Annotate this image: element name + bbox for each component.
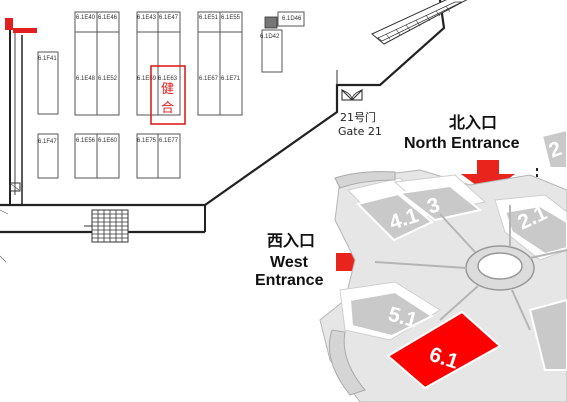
escalator	[371, 0, 468, 45]
booth-6-1E51[interactable]: 6.1E51	[197, 11, 221, 33]
north-entrance-label: 北入口 North Entrance	[404, 113, 520, 152]
venue-halls	[319, 128, 567, 402]
booth-6-1D42[interactable]: 6.1D42	[260, 29, 283, 73]
booth-6-1E56[interactable]: 6.1E56	[74, 133, 98, 179]
booth-6-1E48[interactable]: 6.1E48	[76, 76, 96, 82]
booth-6-1E75[interactable]: 6.1E75	[136, 133, 159, 179]
svg-text:西入口: 西入口	[267, 231, 315, 250]
booth-6-1E52[interactable]: 6.1E52	[98, 76, 118, 82]
booth-6-1E43[interactable]: 6.1E43	[136, 11, 159, 33]
svg-text:6.1F47: 6.1F47	[38, 139, 57, 145]
west-entrance-arrow-icon	[336, 238, 370, 286]
booth-6-1E46[interactable]: 6.1E46	[96, 11, 120, 33]
highlight-exhibitor-jianhe[interactable]: 健 合	[150, 65, 186, 125]
booth-column-e48	[74, 31, 243, 116]
svg-text:6.1E40: 6.1E40	[76, 15, 96, 21]
stairs-icon	[84, 209, 129, 243]
svg-text:6.1E43: 6.1E43	[137, 15, 157, 21]
svg-text:6.1E51: 6.1E51	[199, 15, 219, 21]
svg-text:West: West	[270, 254, 309, 271]
booth-6-1E67[interactable]: 6.1E67	[199, 76, 219, 82]
booth-6-1E60[interactable]: 6.1E60	[96, 133, 120, 179]
north-entrance-arrow-icon	[461, 160, 515, 194]
booth-6-1E47[interactable]: 6.1E47	[157, 11, 181, 33]
svg-text:6.1E75: 6.1E75	[137, 138, 157, 144]
svg-text:6.1E77: 6.1E77	[159, 138, 179, 144]
svg-text:6.1D46: 6.1D46	[282, 16, 302, 22]
west-wall	[0, 18, 37, 263]
gate-21-label: 21号门 Gate 21	[338, 110, 382, 138]
svg-text:6.1E52: 6.1E52	[98, 76, 118, 82]
svg-text:6.1E63: 6.1E63	[158, 76, 178, 82]
svg-text:6.1E55: 6.1E55	[221, 15, 241, 21]
booth-6-1E55[interactable]: 6.1E55	[219, 11, 243, 33]
svg-text:North Entrance: North Entrance	[404, 135, 520, 152]
gate-21-door-icon	[341, 88, 363, 101]
svg-text:6.1E60: 6.1E60	[98, 138, 118, 144]
booth-6-1E63[interactable]: 6.1E63	[158, 76, 178, 82]
booth-6-1F41[interactable]: 6.1F41	[37, 51, 59, 115]
svg-text:6.1E47: 6.1E47	[159, 15, 179, 21]
booth-6-1E40[interactable]: 6.1E40	[74, 11, 98, 33]
svg-text:健: 健	[161, 82, 174, 97]
svg-text:6.1E59: 6.1E59	[137, 76, 157, 82]
svg-text:6.1E67: 6.1E67	[199, 76, 219, 82]
svg-text:21号门: 21号门	[340, 110, 376, 124]
svg-text:北入口: 北入口	[449, 113, 497, 132]
svg-text:Gate 21: Gate 21	[338, 125, 382, 138]
svg-text:6.1E56: 6.1E56	[76, 138, 96, 144]
svg-text:合: 合	[161, 101, 174, 116]
svg-text:6.1F41: 6.1F41	[38, 56, 57, 62]
booth-6-1D46[interactable]: 6.1D46	[264, 11, 305, 29]
svg-text:Entrance: Entrance	[255, 272, 324, 289]
svg-text:6.1E48: 6.1E48	[76, 76, 96, 82]
svg-text:6.1E46: 6.1E46	[98, 15, 118, 21]
svg-text:6.1E71: 6.1E71	[221, 76, 241, 82]
west-entrance-label: 西入口 West Entrance	[255, 231, 324, 289]
svg-text:6.1D42: 6.1D42	[260, 34, 280, 40]
booth-6-1E71[interactable]: 6.1E71	[221, 76, 241, 82]
booth-6-1E77[interactable]: 6.1E77	[157, 133, 181, 179]
booth-6-1F47[interactable]: 6.1F47	[37, 133, 59, 179]
booth-6-1E59[interactable]: 6.1E59	[137, 76, 157, 82]
